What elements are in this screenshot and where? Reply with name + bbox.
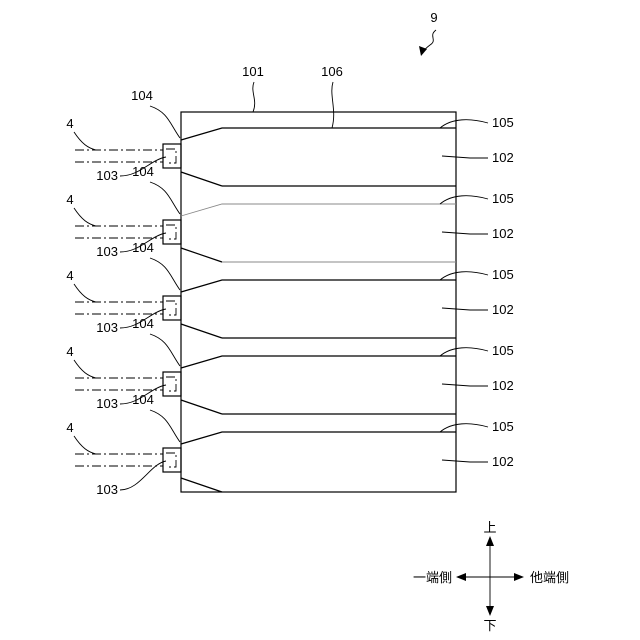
label-102-3: 102: [492, 302, 514, 317]
fiber-end-block-5: [163, 448, 181, 472]
leader-102-1: [442, 156, 488, 158]
leader-105-4: [440, 348, 488, 356]
leader-104-5: [150, 410, 180, 442]
label-104-3: 104: [132, 240, 154, 255]
direction-other-end-label: 他端側: [530, 571, 569, 586]
label-103-4: 103: [96, 396, 118, 411]
direction-down-label: 下: [483, 619, 496, 634]
leader-4-4: [74, 360, 96, 378]
channel-lower-taper-2: [181, 248, 222, 262]
channel-wall-2: [181, 204, 456, 216]
fiber-core-outline-5: [166, 453, 176, 467]
label-4-1: 4: [66, 116, 73, 131]
leader-104-3: [150, 258, 180, 290]
label-105-1: 105: [492, 115, 514, 130]
leader-4-1: [74, 132, 96, 150]
label-4-2: 4: [66, 192, 73, 207]
leader-102-4: [442, 384, 488, 386]
channel-lower-taper-3: [181, 324, 222, 338]
leader-101: [253, 82, 255, 112]
leader-4-3: [74, 284, 96, 302]
label-102-1: 102: [492, 150, 514, 165]
label-106: 106: [321, 64, 343, 79]
fiber-end-block-2: [163, 220, 181, 244]
leader-105-5: [440, 424, 488, 432]
label-105-3: 105: [492, 267, 514, 282]
channel-wall-1: [181, 128, 456, 140]
fiber-end-block-4: [163, 372, 181, 396]
label-102-5: 102: [492, 454, 514, 469]
fiber-end-block-3: [163, 296, 181, 320]
label-105-2: 105: [492, 191, 514, 206]
channel-lower-taper-1: [181, 172, 222, 186]
leader-105-3: [440, 272, 488, 280]
leader-104-4: [150, 334, 180, 366]
leader-4-5: [74, 436, 96, 454]
leader-105-2: [440, 196, 488, 204]
label-101: 101: [242, 64, 264, 79]
label-103-2: 103: [96, 244, 118, 259]
label-4-5: 4: [66, 420, 73, 435]
fiber-core-outline-2: [166, 225, 176, 239]
leader-102-5: [442, 460, 488, 462]
label-105-4: 105: [492, 343, 514, 358]
label-4-4: 4: [66, 344, 73, 359]
leader-104-2: [150, 182, 180, 214]
channel-lower-taper-4: [181, 400, 222, 414]
figure-number-arrowhead: [419, 46, 427, 56]
label-105-5: 105: [492, 419, 514, 434]
channel-wall-5: [181, 432, 456, 444]
channel-wall-4: [181, 356, 456, 368]
leader-4-2: [74, 208, 96, 226]
leader-103-5: [120, 461, 166, 490]
label-102-4: 102: [492, 378, 514, 393]
leader-104-1: [150, 106, 180, 138]
fiber-core-outline-3: [166, 301, 176, 315]
leader-105-1: [440, 120, 488, 128]
channel-lower-taper-5: [181, 478, 222, 492]
leader-102-3: [442, 308, 488, 310]
label-103-5: 103: [96, 482, 118, 497]
figure-number: 9: [430, 10, 437, 25]
label-104-5: 104: [132, 392, 154, 407]
label-103-1: 103: [96, 168, 118, 183]
leader-102-2: [442, 232, 488, 234]
label-104-2: 104: [132, 164, 154, 179]
direction-compass: [456, 536, 524, 616]
label-4-3: 4: [66, 268, 73, 283]
channel-wall-3: [181, 280, 456, 292]
direction-up-label: 上: [483, 521, 496, 536]
label-104-1: 104: [131, 88, 153, 103]
fiber-end-block-1: [163, 144, 181, 168]
fiber-core-outline-1: [166, 149, 176, 163]
leader-106: [332, 82, 334, 128]
channel-group: 4 104 103 105 102 4 104 103 105 102 4 104 103 105 102 4…: [66, 88, 513, 497]
label-102-2: 102: [492, 226, 514, 241]
label-104-4: 104: [132, 316, 154, 331]
label-103-3: 103: [96, 320, 118, 335]
fiber-core-outline-4: [166, 377, 176, 391]
housing-outline: [181, 112, 456, 492]
direction-one-end-label: 一端側: [413, 571, 452, 586]
